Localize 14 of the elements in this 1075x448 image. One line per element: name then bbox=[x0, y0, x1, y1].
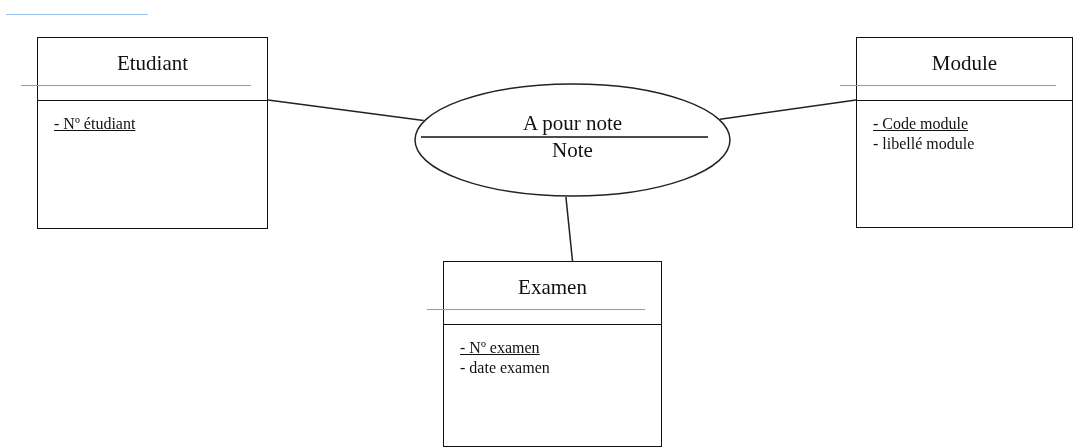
connector-line bbox=[267, 99, 425, 122]
connector-line bbox=[565, 196, 574, 262]
entity-name: Examen bbox=[518, 276, 587, 300]
attribute: Note bbox=[552, 139, 593, 163]
key-attribute: - Nº examen bbox=[460, 338, 540, 358]
key-attribute: - Code module bbox=[873, 114, 969, 134]
connector-line bbox=[719, 99, 857, 120]
key-attribute: - Nº étudiant bbox=[54, 114, 136, 134]
attribute: - date examen bbox=[460, 358, 550, 378]
entity-name: Etudiant bbox=[116, 52, 189, 76]
relationship-ellipse bbox=[414, 83, 731, 197]
attribute: - libellé module bbox=[873, 134, 975, 154]
relationship-name: A pour note bbox=[522, 112, 623, 136]
entity-name: Module bbox=[931, 52, 998, 76]
